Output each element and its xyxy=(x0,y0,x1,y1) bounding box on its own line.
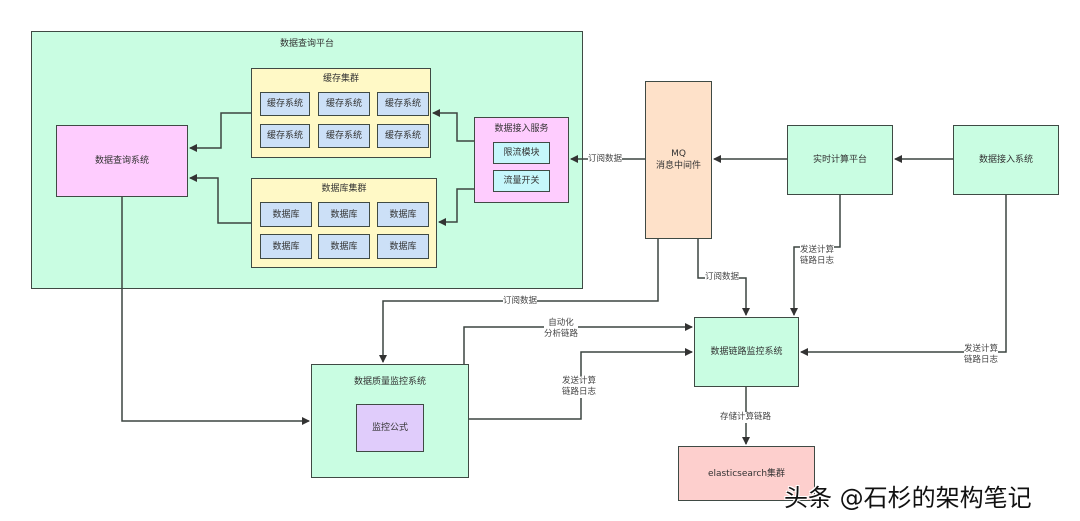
rate-limit-module[interactable]: 限流模块 xyxy=(493,142,550,164)
edge-label-auto-analysis: 自动化 分析链路 xyxy=(544,318,579,340)
auto-analysis-line2: 分析链路 xyxy=(544,329,579,339)
database-node[interactable]: 数据库 xyxy=(377,234,429,259)
realtime-compute-platform[interactable]: 实时计算平台 xyxy=(787,125,893,195)
cache-system-node[interactable]: 缓存系统 xyxy=(260,92,310,116)
db-node-label: 数据库 xyxy=(389,209,417,220)
elasticsearch-cluster[interactable]: elasticsearch集群 xyxy=(678,446,815,501)
database-node[interactable]: 数据库 xyxy=(318,202,370,227)
send-log-line2: 链路日志 xyxy=(964,355,999,365)
cache-node-label: 缓存系统 xyxy=(266,99,303,109)
realtime-platform-label: 实时计算平台 xyxy=(812,155,867,165)
edge-query-to-quality xyxy=(121,197,310,425)
db-cluster-title: 数据库集群 xyxy=(321,184,367,194)
data-ingest-system[interactable]: 数据接入系统 xyxy=(953,125,1059,195)
edge-db-to-query xyxy=(189,174,251,224)
ingest-system-label: 数据接入系统 xyxy=(978,155,1033,165)
platform-title: 数据查询平台 xyxy=(279,39,334,49)
send-log-line1: 发送计算 xyxy=(562,376,597,386)
edge-quality-auto-analysis xyxy=(463,323,693,364)
send-log-line2: 链路日志 xyxy=(562,387,597,397)
monitor-formula[interactable]: 监控公式 xyxy=(356,404,424,452)
send-log-line1: 发送计算 xyxy=(964,344,999,354)
monitor-formula-label: 监控公式 xyxy=(371,423,408,433)
data-query-system[interactable]: 数据查询系统 xyxy=(56,125,188,197)
edge-access-to-db xyxy=(438,188,474,226)
database-node[interactable]: 数据库 xyxy=(377,202,429,227)
watermark: 头条 @石杉的架构笔记 xyxy=(784,484,1032,512)
mq-sublabel: 消息中间件 xyxy=(655,161,701,171)
cache-node-label: 缓存系统 xyxy=(325,99,362,109)
traffic-switch-module[interactable]: 流量开关 xyxy=(493,170,550,192)
send-log-line2: 链路日志 xyxy=(800,256,835,266)
quality-monitor-title: 数据质量监控系统 xyxy=(353,377,426,387)
database-node[interactable]: 数据库 xyxy=(260,234,312,259)
edge-label-subscribe: 订阅数据 xyxy=(588,154,623,165)
edge-label-store-link: 存储计算链路 xyxy=(720,412,772,423)
auto-analysis-line1: 自动化 xyxy=(548,318,574,328)
edge-label-subscribe: 订阅数据 xyxy=(705,272,740,283)
db-node-label: 数据库 xyxy=(272,241,300,252)
es-cluster-label: elasticsearch集群 xyxy=(707,468,786,479)
database-node[interactable]: 数据库 xyxy=(318,234,370,259)
db-node-label: 数据库 xyxy=(330,209,358,220)
db-node-label: 数据库 xyxy=(272,209,300,220)
mq-label: MQ xyxy=(671,149,686,159)
access-service-title: 数据接入服务 xyxy=(494,124,549,134)
cache-system-node[interactable]: 缓存系统 xyxy=(260,124,310,148)
db-node-label: 数据库 xyxy=(330,241,358,252)
edge-cache-to-query xyxy=(189,112,251,152)
link-monitor-label: 数据链路监控系统 xyxy=(710,347,783,357)
edge-label-send-log: 发送计算 链路日志 xyxy=(562,376,597,398)
traffic-switch-label: 流量开关 xyxy=(503,176,540,186)
data-link-monitor-system[interactable]: 数据链路监控系统 xyxy=(694,317,799,387)
cache-system-node[interactable]: 缓存系统 xyxy=(377,92,429,116)
send-log-line1: 发送计算 xyxy=(800,245,835,255)
edge-access-to-cache xyxy=(432,109,474,142)
cache-node-label: 缓存系统 xyxy=(384,99,421,109)
cache-node-label: 缓存系统 xyxy=(384,131,421,141)
edge-label-subscribe: 订阅数据 xyxy=(503,296,538,307)
database-node[interactable]: 数据库 xyxy=(260,202,312,227)
cache-system-node[interactable]: 缓存系统 xyxy=(318,92,370,116)
edge-label-send-log: 发送计算 链路日志 xyxy=(800,245,835,267)
edge-ingest-to-link-monitor xyxy=(800,195,1007,356)
cache-cluster-title: 缓存集群 xyxy=(322,74,359,84)
cache-node-label: 缓存系统 xyxy=(325,131,362,141)
cache-system-node[interactable]: 缓存系统 xyxy=(377,124,429,148)
cache-system-node[interactable]: 缓存系统 xyxy=(318,124,370,148)
cache-node-label: 缓存系统 xyxy=(266,131,303,141)
rate-limit-label: 限流模块 xyxy=(503,148,540,158)
edge-label-send-log: 发送计算 链路日志 xyxy=(964,344,999,366)
db-node-label: 数据库 xyxy=(389,241,417,252)
mq-middleware[interactable]: MQ 消息中间件 xyxy=(645,81,712,239)
query-system-label: 数据查询系统 xyxy=(94,156,149,166)
